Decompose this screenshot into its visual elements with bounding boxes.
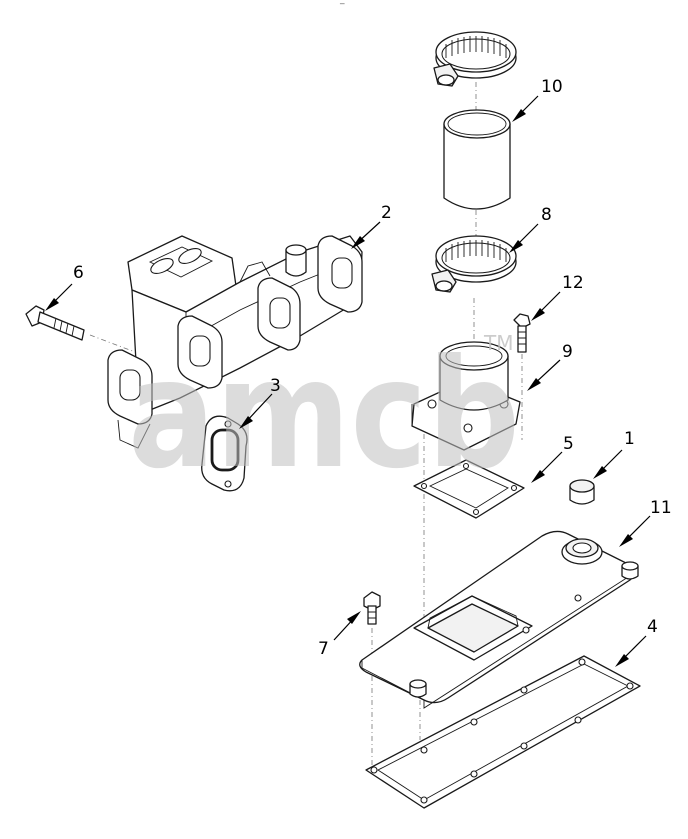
callout-4: 4 xyxy=(647,617,658,637)
top-mark: ‾ xyxy=(339,3,345,13)
callout-leaders xyxy=(45,95,651,667)
callout-12: 12 xyxy=(562,273,584,293)
watermark-trademark: TM xyxy=(483,331,513,355)
callout-1: 1 xyxy=(624,429,635,449)
hose-clamp-upper xyxy=(433,31,517,87)
watermark-text: amcb xyxy=(128,328,520,502)
callout-7: 7 xyxy=(318,639,329,659)
gasket-4 xyxy=(365,655,641,809)
bolt-6 xyxy=(25,305,85,341)
hose-clamp-8 xyxy=(431,235,517,293)
center-lines xyxy=(89,82,523,770)
exhaust-manifold xyxy=(107,235,363,449)
bolt-12 xyxy=(513,313,531,353)
callout-6: 6 xyxy=(73,263,84,283)
callout-8: 8 xyxy=(541,205,552,225)
plug-1 xyxy=(569,479,595,505)
callout-11: 11 xyxy=(650,498,672,518)
callout-3: 3 xyxy=(270,376,281,396)
callout-10: 10 xyxy=(541,77,563,97)
bolt-7 xyxy=(363,591,381,625)
callout-5: 5 xyxy=(563,434,574,454)
callout-9: 9 xyxy=(562,342,573,362)
outlet-connection-9 xyxy=(411,341,521,451)
callout-2: 2 xyxy=(381,203,392,223)
gasket-3 xyxy=(201,415,248,492)
callout-labels: 10 2 8 6 12 9 3 5 1 11 7 4 xyxy=(73,77,672,659)
hose-sleeve-10 xyxy=(443,109,511,210)
watermark: amcb TM xyxy=(128,328,520,502)
cover-plate-11 xyxy=(359,530,639,709)
gasket-5 xyxy=(413,459,525,519)
